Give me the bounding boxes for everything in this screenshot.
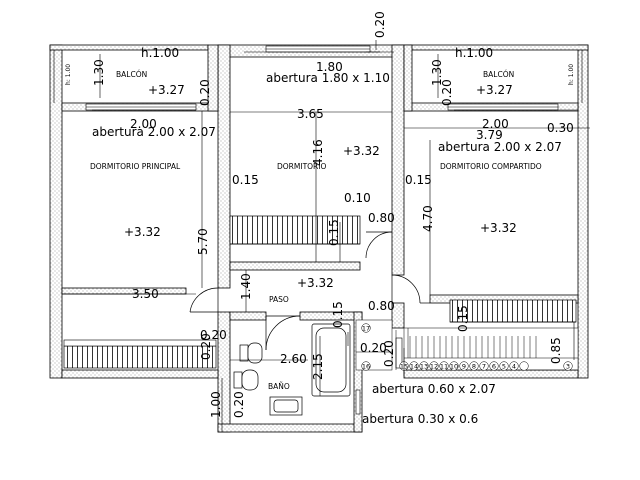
opening-stair-window: abertura 0.60 x 2.07 <box>372 382 496 396</box>
dim-0-20-balc-l: 0.20 <box>198 79 212 106</box>
level-balcony-left: +3.27 <box>148 83 185 97</box>
room-balcony-right: BALCÓN <box>483 70 514 79</box>
room-hall: PASO <box>269 295 289 304</box>
stair-step-17: 17 <box>362 325 370 333</box>
dim-0-20-side: 0.20 <box>199 333 213 360</box>
level-balcony-right: +3.27 <box>476 83 513 97</box>
dim-0-15-left: 0.15 <box>232 173 259 187</box>
stair-step-8: 8 <box>472 363 476 371</box>
height-left: h.1.00 <box>141 46 179 60</box>
room-bedroom-shared: DORMITORIO COMPARTIDO <box>440 162 542 171</box>
stair-step-5: 5 <box>502 363 506 371</box>
stair-step-3: 3 <box>566 363 570 371</box>
level-bedroom-center: +3.32 <box>343 144 380 158</box>
dim-1-30-left: 1.30 <box>92 59 106 86</box>
dim-5-70: 5.70 <box>196 228 210 255</box>
stair-step-13: 13 <box>420 363 428 371</box>
dim-1-80: 1.80 <box>316 60 343 74</box>
room-bath: BAÑO <box>268 382 290 391</box>
dim-0-20-top: 0.20 <box>373 11 387 38</box>
dim-4-16: 4.16 <box>311 139 325 166</box>
dim-0-15-right: 0.15 <box>405 173 432 187</box>
dim-0-20-hall: 0.20 <box>200 328 227 342</box>
closets <box>63 215 577 369</box>
dim-0-80-bottom: 0.80 <box>368 299 395 313</box>
labels: 0.20 h.1.00 h.1.00 1.80 abertura 1.80 x … <box>65 11 575 426</box>
dim-0-20-wc: 0.20 <box>232 391 246 418</box>
opening-center-window: abertura 1.80 x 1.10 <box>266 71 390 85</box>
stair-circles <box>361 323 573 371</box>
dim-0-80-top: 0.80 <box>368 211 395 225</box>
height-right: h.1.00 <box>455 46 493 60</box>
dim-2-00-left: 2.00 <box>130 117 157 131</box>
stair-step-4: 4 <box>512 363 516 371</box>
room-balcony-left: BALCÓN <box>116 70 147 79</box>
stair-step-6: 6 <box>492 363 496 371</box>
dim-0-10: 0.10 <box>344 191 371 205</box>
opening-left-window: abertura 2.00 x 2.07 <box>92 125 216 139</box>
opening-bath-window: abertura 0.30 x 0.6 <box>362 412 478 426</box>
stair-treads <box>409 336 537 358</box>
dim-1-00: 1.00 <box>209 391 223 418</box>
stair-step-11: 11 <box>440 363 448 371</box>
room-bedroom-main: DORMITORIO PRINCIPAL <box>90 162 181 171</box>
dim-1-40: 1.40 <box>239 273 253 300</box>
level-bedroom-shared: +3.32 <box>480 221 517 235</box>
dim-0-15-bath: 0.15 <box>331 301 345 328</box>
stair-step-16: 16 <box>362 363 370 371</box>
dim-0-20-low: 0.20 <box>382 340 396 367</box>
dim-3-65: 3.65 <box>297 107 324 121</box>
dim-0-20-mid: 0.20 <box>360 341 387 355</box>
dim-0-85: 0.85 <box>549 337 563 364</box>
doors <box>189 231 430 351</box>
dim-3-50: 3.50 <box>132 287 159 301</box>
level-bedroom-main: +3.32 <box>124 225 161 239</box>
stair-step-14: 14 <box>410 363 418 371</box>
dim-1-30-right: 1.30 <box>430 59 444 86</box>
room-bedroom-center: DORMITORIO <box>277 162 326 171</box>
stair-step-9: 9 <box>462 363 466 371</box>
dim-0-15-stair: 0.15 <box>456 305 470 332</box>
opening-right-window: abertura 2.00 x 2.07 <box>438 140 562 154</box>
dimension-lines <box>62 40 590 432</box>
stair-step-15: 15 <box>400 363 408 371</box>
dim-0-30: 0.30 <box>547 121 574 135</box>
height-side-left: h: 1.00 <box>65 64 72 85</box>
bath-fixtures <box>233 323 351 416</box>
stair-step-7: 7 <box>482 363 486 371</box>
balcony-railings <box>53 50 583 103</box>
closet-frame <box>63 339 217 347</box>
dim-2-00-right: 2.00 <box>482 117 509 131</box>
dim-0-15-closet: 0.15 <box>327 219 341 246</box>
dim-0-20-balc-r: 0.20 <box>440 79 454 106</box>
height-side-right: h: 1.00 <box>568 64 575 85</box>
stair-step-12: 12 <box>430 363 438 371</box>
level-hall: +3.32 <box>297 276 334 290</box>
dim-3-79: 3.79 <box>476 128 503 142</box>
dim-2-60: 2.60 <box>280 352 307 366</box>
stair-step-10: 10 <box>450 363 458 371</box>
dim-4-70: 4.70 <box>421 205 435 232</box>
dim-2-15: 2.15 <box>311 353 325 380</box>
